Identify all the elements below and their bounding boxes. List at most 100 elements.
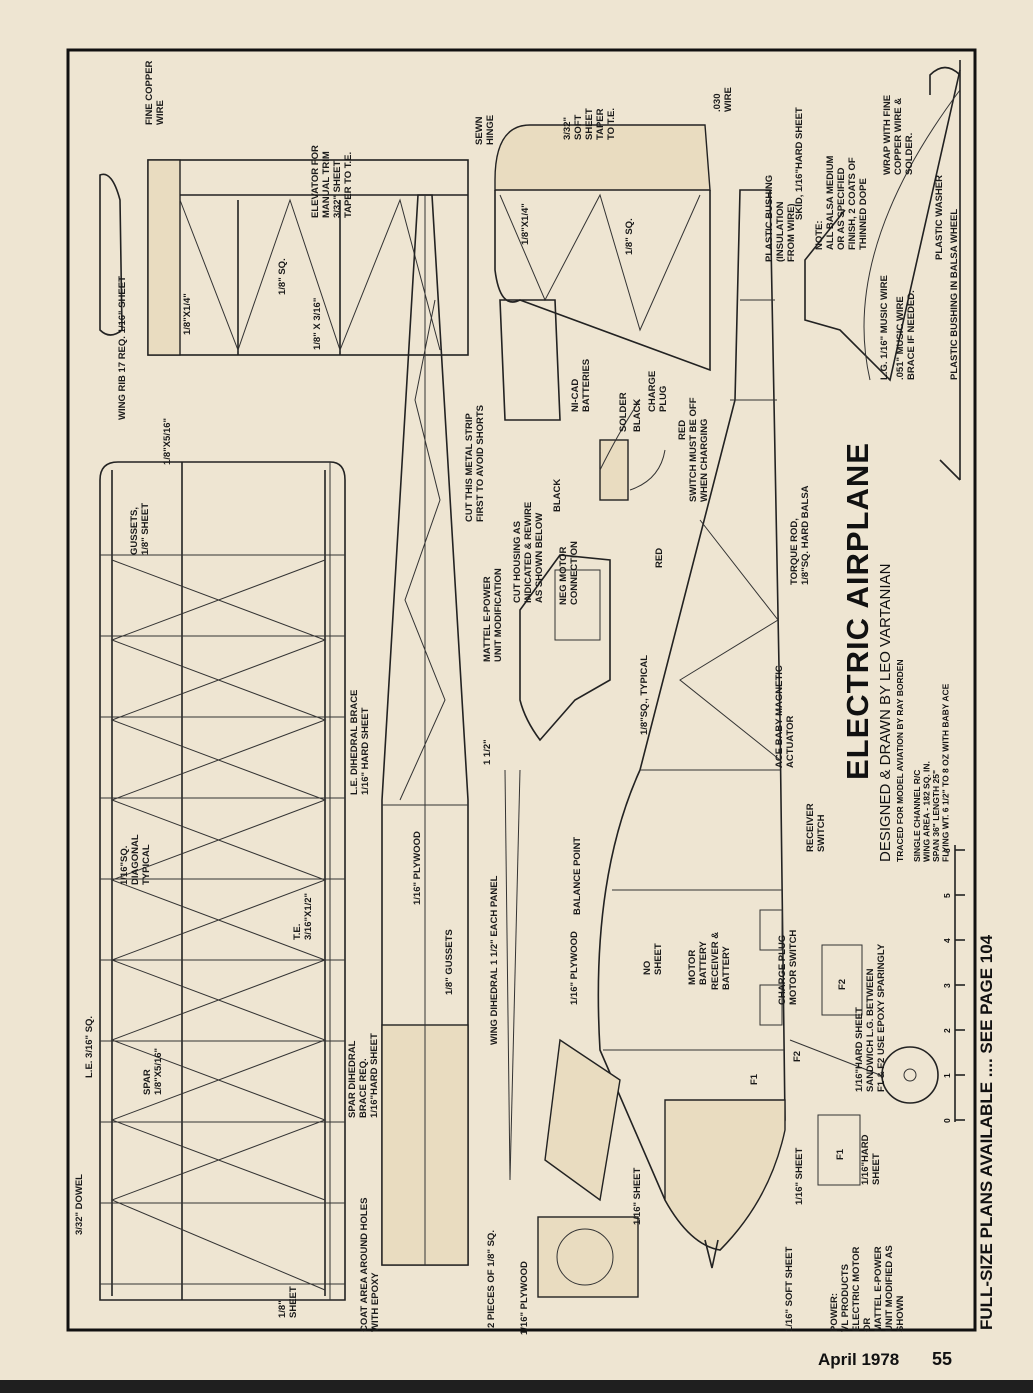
label-red1: RED bbox=[677, 420, 688, 440]
label-coat-area: WITH EPOXY bbox=[370, 1272, 381, 1332]
page-number: 55 bbox=[932, 1349, 953, 1369]
label-spar-brace: BRACE REQ. bbox=[358, 1058, 369, 1118]
label-washer: PLASTIC WASHER bbox=[934, 175, 945, 260]
wing-plan bbox=[99, 461, 346, 1301]
label-f1-a: F1 bbox=[749, 1073, 760, 1085]
note-line: THINNED DOPE bbox=[858, 178, 869, 250]
sheet-part bbox=[544, 1038, 621, 1202]
label-torque-rod: TORQUE ROD, bbox=[789, 518, 800, 585]
label-lg-wire: L.G. 1/16" MUSIC WIRE bbox=[879, 275, 890, 380]
label-charge-motor: MOTOR SWITCH bbox=[788, 930, 799, 1005]
label-charge-motor: CHARGE PLUG bbox=[777, 935, 788, 1005]
scan-edge bbox=[0, 1380, 1033, 1393]
label-wrap: COPPER WIRE & bbox=[893, 98, 904, 175]
label-sheet-b: 1/16" SHEET bbox=[794, 1147, 805, 1205]
label-wing-rib: WING RIB 17 REQ. 1/16" SHEET bbox=[117, 276, 128, 420]
spec-line: SINGLE CHANNEL R/C bbox=[912, 770, 922, 862]
label-elevator: 3/32" SHEET bbox=[332, 160, 343, 218]
label-f2-b: F2 bbox=[792, 1051, 803, 1062]
label-te: 3/16"X1/2" bbox=[303, 893, 314, 940]
label-sewn-hinge: HINGE bbox=[485, 115, 496, 145]
label-power: POWER: bbox=[829, 1293, 840, 1332]
label-f1-b: F1 bbox=[835, 1148, 846, 1160]
ruler-tick-label: 1 bbox=[942, 1073, 952, 1078]
label-wire-030: .030 bbox=[712, 94, 723, 113]
label-spar: 1/8"X5/16" bbox=[153, 1048, 164, 1095]
label-power: ELECTRIC MOTOR bbox=[851, 1247, 862, 1332]
label-wire-030: WIRE bbox=[723, 87, 734, 112]
label-charge-plug: PLUG bbox=[658, 386, 669, 412]
label-gussets: 1/8" SHEET bbox=[140, 503, 151, 555]
label-sandwich: SANDWICH L.G. BETWEEN bbox=[865, 968, 876, 1092]
label-te: T.E. bbox=[292, 924, 303, 940]
label-mattel-mod: MATTEL E-POWER bbox=[482, 576, 493, 662]
label-switch-off: SWITCH MUST BE OFF bbox=[688, 397, 699, 502]
label-soft-sheet: SOFT bbox=[573, 114, 584, 140]
plan-title: ELECTRIC AIRPLANE bbox=[840, 442, 875, 780]
ruler-tick-label: 2 bbox=[942, 1028, 952, 1033]
label-soft-sheet: TAPER bbox=[595, 108, 606, 140]
label-neg-motor: NEG MOTOR bbox=[558, 546, 569, 605]
spec-line: SPAN 36" LENGTH 25" bbox=[931, 770, 941, 862]
label-no-sheet: SHEET bbox=[653, 943, 664, 975]
landing-gear-drawing bbox=[789, 60, 961, 1104]
label-gussets: GUSSETS, bbox=[129, 507, 140, 555]
label-cut-strip: CUT THIS METAL STRIP bbox=[464, 412, 475, 522]
label-power: OR bbox=[862, 1318, 873, 1332]
label-dihedral-one-half: 1 1/2" bbox=[482, 739, 493, 765]
fuselage-side-view bbox=[597, 189, 786, 1269]
label-plywood-1: 1/16" PLYWOOD bbox=[519, 1261, 530, 1335]
label-receiver-battery: RECEIVER & bbox=[710, 932, 721, 990]
label-power: UNIT MODIFIED AS bbox=[884, 1245, 895, 1332]
label-charge-plug: CHARGE bbox=[647, 371, 658, 412]
label-receiver-battery: BATTERY bbox=[721, 946, 732, 990]
label-balance-point: BALANCE POINT bbox=[572, 837, 583, 915]
plans-available-note[interactable]: FULL-SIZE PLANS AVAILABLE .... SEE PAGE … bbox=[977, 934, 996, 1330]
label-plastic-bushing: FROM WIRE) bbox=[786, 203, 797, 262]
label-spar: SPAR bbox=[142, 1069, 153, 1095]
label-sandwich: 1/16"HARD SHEET bbox=[854, 1007, 865, 1092]
label-black2: BLACK bbox=[552, 479, 563, 512]
label-wing-dihedral: WING DIHEDRAL 1 1/2" EACH PANEL bbox=[489, 875, 500, 1045]
label-skid: SKID, 1/16"HARD SHEET bbox=[794, 107, 805, 220]
label-sheet-a: 1/16" SHEET bbox=[632, 1167, 643, 1225]
label-neg-motor: CONNECTION bbox=[569, 541, 580, 605]
spec-line: WING AREA - 182 SQ. IN. bbox=[922, 761, 932, 862]
label-sheet-1-8: SHEET bbox=[288, 1286, 299, 1318]
label-cut-strip: FIRST TO AVOID SHORTS bbox=[475, 405, 486, 522]
label-cut-housing: INDICATED & REWIRE bbox=[523, 502, 534, 603]
note-line: NOTE: bbox=[814, 220, 825, 250]
label-hard-sheet-f1: SHEET bbox=[871, 1153, 882, 1185]
label-elevator: TAPER TO T.E. bbox=[343, 152, 354, 218]
label-wrap: WRAP WITH FINE bbox=[882, 95, 893, 175]
label-two-pieces: 2 PIECES OF 1/8" SQ. bbox=[486, 1230, 497, 1328]
label-elevator: MANUAL TRIM bbox=[321, 151, 332, 218]
label-stab-1-8x3-16: 1/8" X 3/16" bbox=[312, 298, 323, 350]
label-motor-battery: BATTERY bbox=[698, 941, 709, 985]
label-receiver-switch: SWITCH bbox=[816, 814, 827, 852]
stabilizer-plan bbox=[147, 159, 469, 356]
ruler-tick-label: 5 bbox=[942, 893, 952, 898]
label-hard-sheet-f1: 1/16"HARD bbox=[860, 1134, 871, 1185]
label-motor-battery: MOTOR bbox=[687, 950, 698, 985]
label-power: VL PRODUCTS bbox=[840, 1264, 851, 1332]
label-brace-wire: BRACE IF NEEDED. bbox=[906, 290, 917, 380]
issue-date: April 1978 bbox=[818, 1350, 900, 1369]
wing-rib-drawing bbox=[99, 173, 123, 336]
label-spar-brace: 1/16"HARD SHEET bbox=[369, 1033, 380, 1118]
label-dowel: 3/32" DOWEL bbox=[74, 1174, 85, 1235]
traced-by: TRACED FOR MODEL AVIATION BY RAY BORDEN bbox=[895, 659, 905, 862]
label-soft-sheet: 3/32" bbox=[562, 117, 573, 140]
label-no-sheet: NO bbox=[642, 961, 653, 975]
ruler-tick-label: 6 bbox=[942, 848, 952, 853]
label-soft-sheet-bottom: 1/16" SOFT SHEET bbox=[784, 1247, 795, 1332]
label-f2-a: F2 bbox=[837, 979, 848, 990]
label-fine-copper: WIRE bbox=[155, 100, 166, 125]
label-coat-area: COAT AREA AROUND HOLES bbox=[359, 1198, 370, 1332]
ruler-tick-label: 4 bbox=[942, 938, 952, 943]
label-nicad: NI-CAD bbox=[570, 379, 581, 412]
label-le-brace: L.E. DIHEDRAL BRACE bbox=[349, 690, 360, 795]
ruler-tick-label: 3 bbox=[942, 983, 952, 988]
label-stab-1-8sq: 1/8" SQ. bbox=[277, 258, 288, 295]
